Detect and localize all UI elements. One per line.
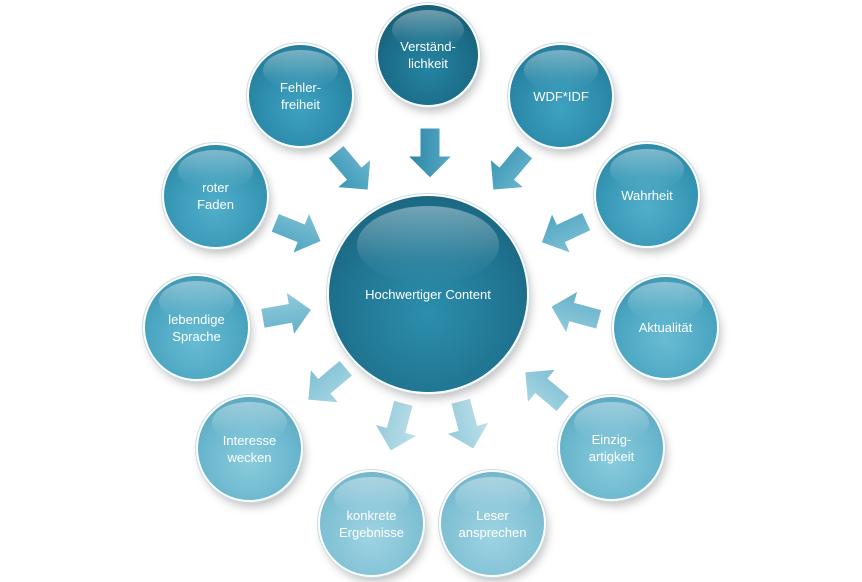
- arrow-fehlerfreiheit: [327, 144, 372, 191]
- node-verstaendlichkeit: Verständ- lichkeit: [378, 5, 478, 105]
- center-node-label: Hochwertiger Content: [365, 286, 491, 302]
- center-node: Hochwertiger Content: [329, 196, 527, 392]
- node-einzigartigkeit: Einzig- artigkeit: [560, 397, 663, 499]
- node-label: Fehler- freiheit: [279, 79, 322, 112]
- node-wdfidf: WDF*IDF: [510, 45, 612, 147]
- arrow-lebendige-sprache: [260, 290, 313, 337]
- arrow-verstaendlichkeit: [406, 127, 454, 179]
- node-label: Wahrheit: [621, 187, 673, 203]
- node-lebendige-sprache: lebendige Sprache: [145, 276, 248, 379]
- node-roter-faden: roter Faden: [164, 145, 267, 247]
- arrow-leser-ansprechen: [445, 397, 491, 450]
- node-label: Leser ansprechen: [458, 507, 527, 540]
- node-label: Aktualität: [638, 320, 693, 335]
- node-fehlerfreiheit: Fehler- freiheit: [249, 45, 352, 146]
- arrow-einzigartigkeit: [524, 368, 571, 413]
- node-label: Einzig- artigkeit: [588, 432, 635, 464]
- node-interesse-wecken: Interesse wecken: [198, 397, 301, 500]
- node-label: lebendige Sprache: [168, 311, 225, 344]
- node-aktualitaet: Aktualität: [614, 277, 717, 378]
- arrow-roter-faden: [270, 211, 322, 255]
- node-konkrete-ergebnisse: konkrete Ergebnisse: [320, 472, 423, 575]
- arrow-interesse-wecken: [307, 359, 354, 404]
- node-leser-ansprechen: Leser ansprechen: [441, 472, 544, 575]
- arrow-wdfidf: [489, 144, 534, 191]
- node-label: WDF*IDF: [533, 88, 589, 104]
- arrow-wahrheit: [540, 211, 592, 255]
- node-label: konkrete Ergebnisse: [338, 507, 405, 540]
- node-wahrheit: Wahrheit: [596, 144, 698, 246]
- arrow-aktualitaet: [550, 289, 603, 335]
- arrow-konkrete-ergebnisse: [373, 399, 419, 452]
- node-label: roter Faden: [197, 180, 234, 212]
- node-label: Verständ- lichkeit: [400, 39, 456, 71]
- node-label: Interesse wecken: [222, 432, 277, 465]
